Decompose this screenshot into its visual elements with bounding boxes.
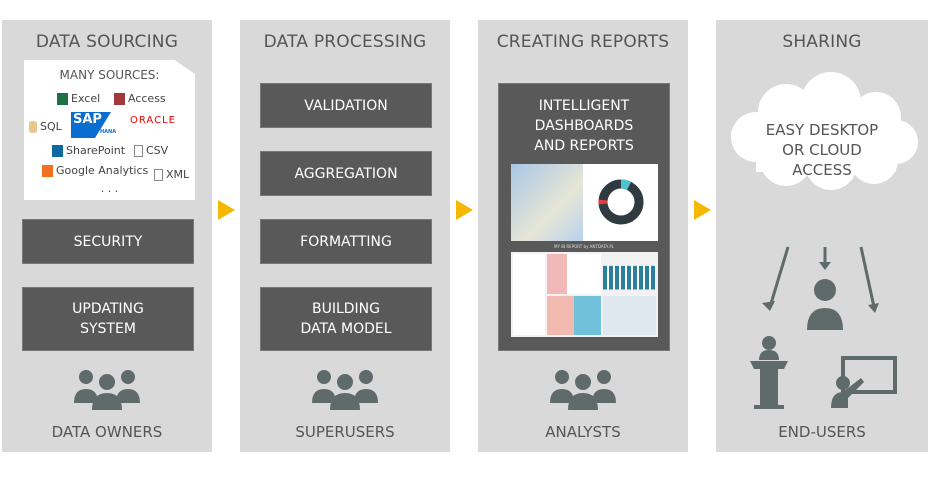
column-sharing: SHARING EASY DESKTOP OR CLOUD ACCESS END… — [716, 20, 928, 452]
file-icon — [134, 144, 143, 157]
building-data-model-box: BUILDING DATA MODEL — [260, 287, 432, 351]
access-icon — [114, 92, 125, 105]
more-sources: . . . — [100, 182, 119, 195]
dashboard-screenshot — [511, 164, 658, 241]
source-csv: CSV — [134, 144, 168, 157]
security-box: SECURITY — [22, 219, 194, 264]
aggregation-box: AGGREGATION — [260, 151, 432, 196]
group-icon — [74, 370, 140, 410]
updating-system-box: UPDATING SYSTEM — [22, 287, 194, 351]
sources-card: MANY SOURCES: Excel Access SQL SAP HANA … — [24, 60, 195, 200]
sources-heading: MANY SOURCES: — [59, 68, 160, 82]
group-icon — [312, 370, 378, 410]
column-title: DATA SOURCING — [35, 32, 179, 52]
source-excel: Excel — [57, 92, 100, 105]
cloud-text: EASY DESKTOP OR CLOUD ACCESS — [765, 121, 879, 179]
column-footer: END-USERS — [778, 423, 866, 441]
flow-arrow-icon — [456, 200, 473, 220]
hana-label: HANA — [100, 129, 117, 135]
column-title: SHARING — [782, 32, 862, 52]
report-screenshot — [511, 252, 658, 337]
column-chart-thumbnail — [602, 265, 656, 290]
source-google-analytics: Google Analytics — [42, 164, 148, 177]
analytics-icon — [42, 164, 53, 177]
column-footer: SUPERUSERS — [295, 423, 395, 441]
source-sql: SQL — [29, 120, 62, 133]
xml-file-icon — [154, 168, 163, 181]
excel-icon — [57, 92, 68, 105]
bar-list-thumbnail — [547, 254, 601, 294]
map-thumbnail — [511, 164, 583, 241]
column-data-sourcing: DATA SOURCING MANY SOURCES: Excel Access… — [2, 20, 212, 452]
flow-arrow-icon — [218, 200, 235, 220]
flow-arrow-icon — [694, 200, 711, 220]
column-title: CREATING REPORTS — [496, 32, 670, 52]
column-footer: ANALYSTS — [545, 423, 621, 441]
column-creating-reports: CREATING REPORTS INTELLIGENT DASHBOARDS … — [478, 20, 688, 452]
cloud-icon — [731, 72, 918, 190]
source-sharepoint: SharePoint — [52, 144, 125, 157]
treemap-thumbnail — [547, 295, 601, 335]
source-access: Access — [114, 92, 166, 105]
source-xml: XML — [154, 168, 189, 181]
panel-title: INTELLIGENT DASHBOARDS AND REPORTS — [534, 98, 634, 154]
validation-box: VALIDATION — [260, 83, 432, 128]
report-caption: MY BI REPORT by ANTDATA.PL — [554, 244, 614, 249]
sharepoint-icon — [52, 144, 63, 157]
database-icon — [29, 120, 37, 133]
group-icon — [550, 370, 616, 410]
column-data-processing: DATA PROCESSING VALIDATION AGGREGATION F… — [240, 20, 450, 452]
source-oracle: ORACLE — [130, 115, 176, 126]
formatting-box: FORMATTING — [260, 219, 432, 264]
end-users-icons — [750, 246, 897, 409]
kpi-thumbnail — [513, 254, 545, 335]
column-footer: DATA OWNERS — [51, 423, 163, 441]
donut-chart-thumbnail — [598, 179, 644, 225]
map-thumbnail-2 — [602, 295, 656, 335]
dashboards-panel: INTELLIGENT DASHBOARDS AND REPORTS MY BI… — [498, 83, 670, 351]
column-title: DATA PROCESSING — [263, 32, 427, 52]
